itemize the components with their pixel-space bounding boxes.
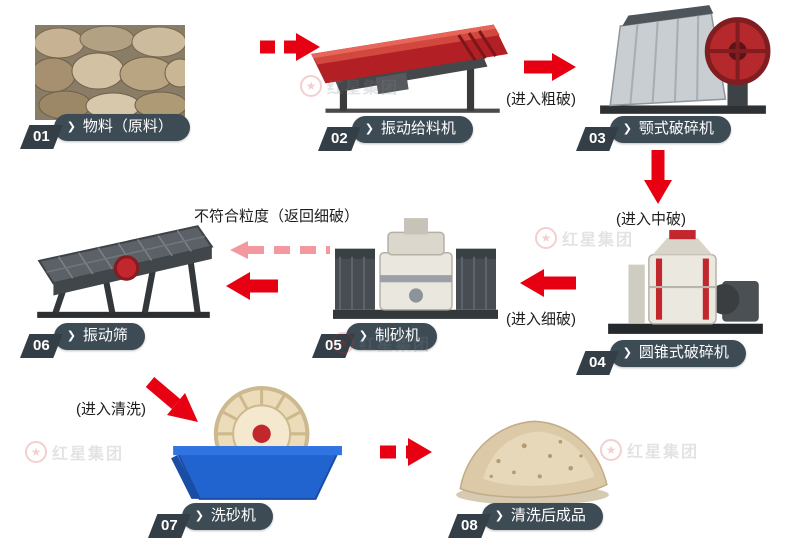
watermark-logo: ★ 红星集团 <box>25 440 124 464</box>
step-01: 01 ❯ 物料（原料） <box>20 114 190 149</box>
step-03-number: 03 <box>576 127 619 151</box>
chevron-icon: ❯ <box>622 346 632 359</box>
note-to-coarse: (进入粗破) <box>506 91 576 108</box>
cone-crusher-image <box>602 228 770 340</box>
step-02-label: ❯ 振动给料机 <box>351 116 473 143</box>
step-04-label: ❯ 圆锥式破碎机 <box>609 340 746 367</box>
step-05: 05 ❯ 制砂机 <box>312 323 437 358</box>
step-02-label-text: 振动给料机 <box>380 120 456 137</box>
step-06-label-text: 振动筛 <box>82 327 128 344</box>
step-01-label-text: 物料（原料） <box>82 118 173 135</box>
step-03-label: ❯ 颚式破碎机 <box>609 116 731 143</box>
finished-sand-image <box>452 405 612 507</box>
step-04-label-text: 圆锥式破碎机 <box>638 344 729 361</box>
step-04-number: 04 <box>576 351 619 375</box>
note-to-medium: (进入中破) <box>616 211 686 228</box>
note-to-fine: (进入细破) <box>506 311 576 328</box>
chevron-icon: ❯ <box>622 122 632 135</box>
note-to-wash: (进入清洗) <box>76 401 146 418</box>
chevron-icon: ❯ <box>66 120 76 133</box>
note-return-fine: 不符合粒度（返回细破） <box>194 208 360 225</box>
star-icon: ★ <box>25 441 47 463</box>
step-05-label-text: 制砂机 <box>374 327 420 344</box>
step-08-label-text: 清洗后成品 <box>510 507 586 524</box>
step-05-number: 05 <box>312 334 355 358</box>
arrow-jaw-to-cone <box>644 150 672 204</box>
arrow-feeder-to-jaw <box>524 53 576 81</box>
raw-material-image <box>35 25 185 120</box>
step-07-label: ❯ 洗砂机 <box>181 503 273 530</box>
vibrating-feeder-image <box>305 12 510 117</box>
arrow-sandmaker-to-screen <box>226 272 278 300</box>
step-06: 06 ❯ 振动筛 <box>20 323 145 358</box>
watermark-logo: ★ 红星集团 <box>600 438 699 462</box>
arrow-washer-to-product <box>380 438 432 466</box>
sand-maker-image <box>328 212 503 324</box>
step-08: 08 ❯ 清洗后成品 <box>448 503 603 538</box>
star-icon: ★ <box>535 227 557 249</box>
chevron-icon: ❯ <box>194 509 204 522</box>
chevron-icon: ❯ <box>494 509 504 522</box>
step-01-label: ❯ 物料（原料） <box>53 114 190 141</box>
step-07-number: 07 <box>148 514 191 538</box>
vibrating-screen-image <box>25 210 223 322</box>
chevron-icon: ❯ <box>66 329 76 342</box>
step-02-number: 02 <box>318 127 361 151</box>
step-03-label-text: 颚式破碎机 <box>638 120 714 137</box>
step-04: 04 ❯ 圆锥式破碎机 <box>576 340 746 375</box>
step-02: 02 ❯ 振动给料机 <box>318 116 473 151</box>
step-07: 07 ❯ 洗砂机 <box>148 503 273 538</box>
step-05-label: ❯ 制砂机 <box>345 323 437 350</box>
arrow-return-to-fine <box>230 241 330 259</box>
chevron-icon: ❯ <box>358 329 368 342</box>
watermark-text: 红星集团 <box>627 444 700 461</box>
step-07-label-text: 洗砂机 <box>210 507 256 524</box>
step-06-label: ❯ 振动筛 <box>53 323 145 350</box>
step-03: 03 ❯ 颚式破碎机 <box>576 116 731 151</box>
watermark-text: 红星集团 <box>52 446 125 463</box>
jaw-crusher-image <box>592 3 774 118</box>
arrow-cone-to-sandmaker <box>520 269 576 297</box>
chevron-icon: ❯ <box>364 122 374 135</box>
sand-washer-image <box>165 383 343 505</box>
step-08-number: 08 <box>448 514 491 538</box>
step-01-number: 01 <box>20 125 63 149</box>
step-06-number: 06 <box>20 334 63 358</box>
step-08-label: ❯ 清洗后成品 <box>481 503 603 530</box>
